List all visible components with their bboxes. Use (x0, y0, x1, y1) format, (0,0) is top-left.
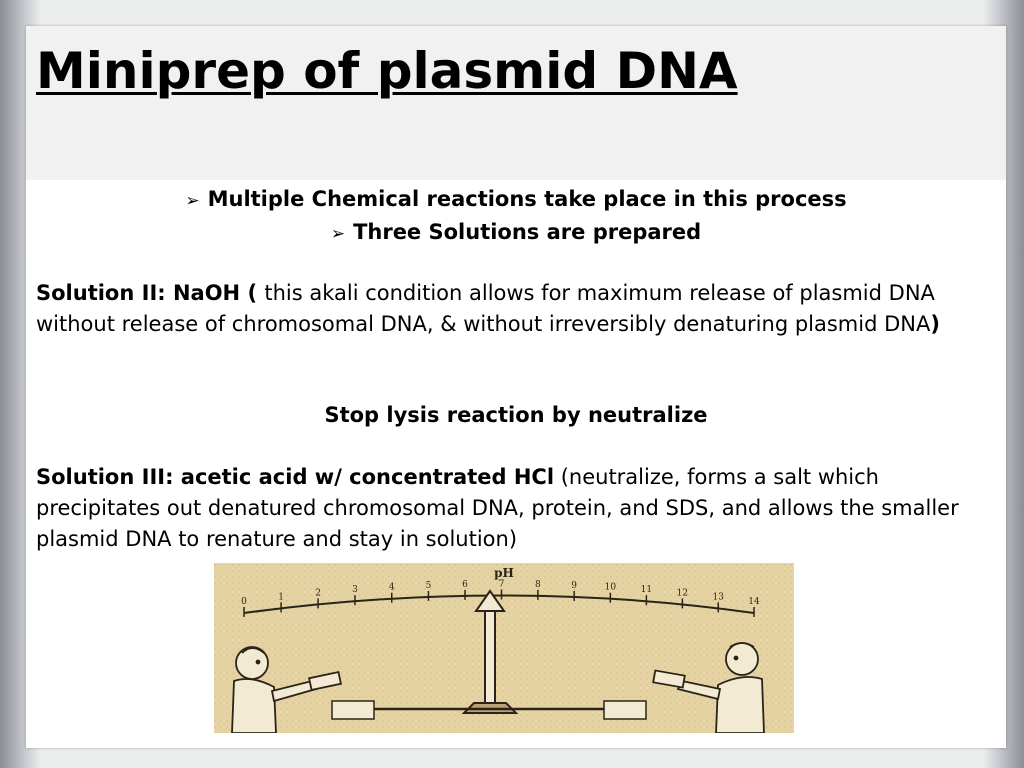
right-pan (603, 700, 647, 720)
ph-tick-label: 4 (389, 583, 395, 593)
balance-pointer (474, 589, 506, 612)
solution-iii-label: Solution III: acetic acid w/ concentrate… (36, 465, 555, 489)
left-pan (331, 700, 375, 720)
stop-lysis-heading: Stop lysis reaction by neutralize (324, 403, 708, 427)
solution-iii-text: (neutralize, forms a salt which precipit… (36, 465, 959, 551)
solution-ii-text: this akali condition allows for maximum … (36, 281, 935, 336)
ph-tick-label: 10 (605, 583, 617, 593)
solution-iii-paragraph: Solution III: acetic acid w/ concentrate… (36, 462, 998, 555)
solution-ii-paragraph: Solution II: NaOH ( this akali condition… (36, 278, 998, 340)
scientist-right-figure (652, 642, 765, 733)
ph-tick-label: 12 (677, 588, 688, 598)
balance-pillar (484, 610, 496, 712)
bullet-list: ➢ Multiple Chemical reactions take place … (26, 184, 1006, 250)
title-band: Miniprep of plasmid DNA (26, 26, 1006, 180)
solution-ii-label: Solution II: NaOH ( (36, 281, 265, 305)
ph-tick-label: 1 (278, 592, 284, 602)
bullet-text: Three Solutions are prepared (353, 220, 702, 244)
ph-tick-label: 14 (748, 597, 760, 607)
ph-tick-label: 0 (241, 597, 247, 607)
arrowhead-bullet-icon: ➢ (185, 191, 200, 211)
ph-tick-label: 13 (713, 592, 725, 602)
slide-title: Miniprep of plasmid DNA (36, 42, 738, 100)
ph-tick-label: 9 (571, 581, 577, 591)
arrowhead-bullet-icon: ➢ (330, 224, 346, 244)
ph-scale-label: pH (494, 566, 514, 580)
solution-ii-close: ) (930, 312, 940, 336)
ph-tick-label: 8 (535, 580, 541, 590)
scientist-left-figure (231, 646, 342, 733)
ph-tick-label: 11 (641, 585, 652, 595)
bullet-item: ➢ Three Solutions are prepared (26, 217, 1006, 250)
ph-tick-label: 5 (426, 581, 432, 591)
slide: Miniprep of plasmid DNA ➢ Multiple Chemic… (26, 26, 1006, 748)
ph-tick-label: 3 (352, 585, 358, 595)
bullet-text: Multiple Chemical reactions take place i… (207, 187, 847, 211)
bullet-item: ➢ Multiple Chemical reactions take place … (26, 184, 1006, 217)
ph-tick-label: 6 (462, 580, 468, 590)
ph-tick-label: 2 (315, 588, 321, 598)
ph-tick-label: 7 (499, 580, 505, 590)
